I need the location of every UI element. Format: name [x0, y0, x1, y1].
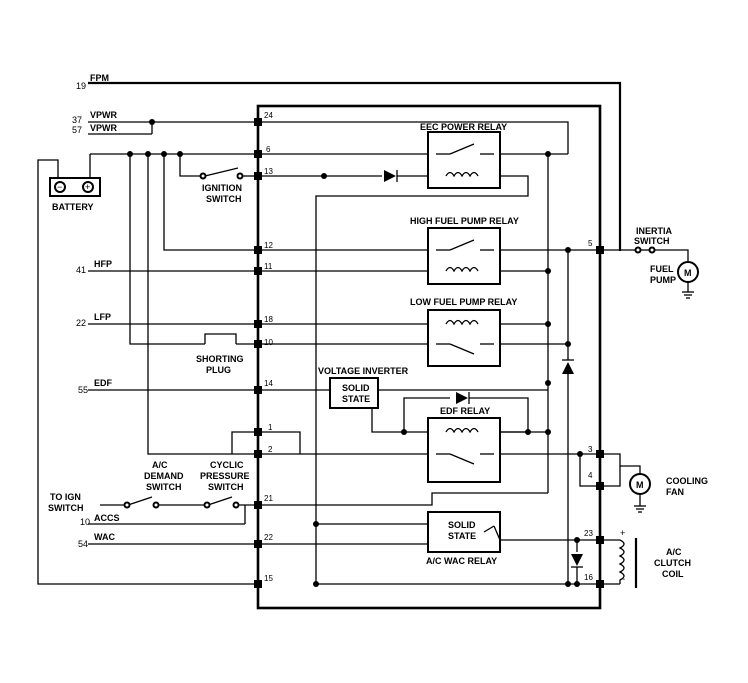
eec-relay-coil [445, 171, 479, 178]
junction-dot [149, 119, 155, 125]
low-fuel-pump-relay-label: LOW FUEL PUMP RELAY [410, 297, 517, 307]
solid-state-1-label-1: SOLID [342, 383, 370, 393]
control-module-box [256, 104, 602, 610]
pin-22: 22 [264, 533, 273, 542]
pin-16: 16 [584, 573, 593, 582]
shorting-plug [204, 333, 237, 344]
low-fuel-pump-relay-box [427, 309, 501, 367]
ac-clutch-coil [618, 539, 625, 584]
ac-demand-switch-label-3: SWITCH [146, 482, 182, 492]
solid-state-1-label-2: STATE [342, 394, 370, 404]
battery-label: BATTERY [52, 202, 94, 212]
edf-relay-label: EDF RELAY [440, 406, 490, 416]
cyclic-pressure-switch-blade [207, 496, 233, 506]
ac-clutch-coil-label-2: CLUTCH [654, 558, 691, 568]
cooling-fan-motor-symbol: M [636, 480, 644, 490]
ignition-switch-blade [204, 167, 239, 177]
module-pin-markers [254, 118, 604, 588]
wac-label: WAC [94, 532, 115, 542]
fuel-pump-label-2: PUMP [650, 275, 676, 285]
pin-24: 24 [264, 111, 273, 120]
accs-num: 10 [80, 517, 90, 527]
fpm-label: FPM [90, 73, 109, 83]
eec-power-relay-label: EEC POWER RELAY [420, 122, 507, 132]
pin-5: 5 [588, 239, 593, 248]
solid-state-2-label-1: SOLID [448, 520, 476, 530]
cooling-fan-label-1: COOLING [666, 476, 708, 486]
vpwr2-label: VPWR [90, 123, 118, 133]
ac-clutch-coil-label-3: COIL [662, 569, 684, 579]
voltage-inverter-label: VOLTAGE INVERTER [318, 366, 409, 376]
vpwr2-num: 57 [72, 125, 82, 135]
fuel-pump-label-1: FUEL [650, 264, 674, 274]
pin-2: 2 [268, 445, 273, 454]
battery-neg-wire [37, 159, 258, 585]
pin-1: 1 [268, 423, 273, 432]
pin-13: 13 [264, 167, 273, 176]
ac-wac-relay-label: A/C WAC RELAY [426, 556, 497, 566]
pin-3: 3 [588, 445, 593, 454]
cyclic-pressure-switch-label-2: PRESSURE [200, 471, 250, 481]
cyclic-pressure-switch-label-3: SWITCH [208, 482, 244, 492]
eec-power-relay-box [427, 131, 501, 189]
cooling-fan-label-2: FAN [666, 487, 684, 497]
battery-neg-terminal: − [57, 182, 62, 192]
solid-state-2-label-2: STATE [448, 531, 476, 541]
pin-11: 11 [264, 262, 273, 271]
edf-label: EDF [94, 378, 113, 388]
edf-num: 55 [78, 385, 88, 395]
pin-6: 6 [266, 145, 271, 154]
inertia-switch-label-2: SWITCH [634, 236, 670, 246]
high-fuel-pump-relay-label: HIGH FUEL PUMP RELAY [410, 216, 519, 226]
pin-21: 21 [264, 494, 273, 503]
ac-clutch-coil-label-1: A/C [666, 547, 682, 557]
battery-pos-terminal: + [85, 182, 90, 192]
ac-wac-relay-box [427, 511, 501, 553]
edf-relay-box [427, 417, 501, 483]
pin-15: 15 [264, 574, 273, 583]
ac-demand-switch-blade [127, 496, 153, 506]
hfp-label: HFP [94, 259, 112, 269]
shorting-plug-label-1: SHORTING [196, 354, 244, 364]
inertia-switch-label-1: INERTIA [636, 226, 673, 236]
pin-10: 10 [264, 338, 273, 347]
fuel-pump-motor-symbol: M [684, 268, 692, 278]
voltage-inverter-box [329, 377, 379, 409]
ac-demand-switch-label-1: A/C [152, 460, 168, 470]
high-fuel-pump-relay-box [427, 227, 501, 285]
vpwr1-num: 37 [72, 115, 82, 125]
ignition-switch-label-2: SWITCH [206, 194, 242, 204]
to-ign-switch-label-1: TO IGN [50, 492, 81, 502]
hfp-num: 41 [76, 265, 86, 275]
vpwr1-label: VPWR [90, 110, 118, 120]
pin-12: 12 [264, 241, 273, 250]
pin-18: 18 [264, 315, 273, 324]
fpm-wire [88, 81, 622, 251]
fpm-num: 19 [76, 81, 86, 91]
accs-label: ACCS [94, 513, 120, 523]
diode-symbol [384, 170, 396, 182]
lfp-num: 22 [76, 318, 86, 328]
shorting-plug-label-2: PLUG [206, 365, 231, 375]
pin-14: 14 [264, 379, 273, 388]
pin-23: 23 [584, 529, 593, 538]
wac-num: 54 [78, 539, 88, 549]
ac-demand-switch-label-2: DEMAND [144, 471, 184, 481]
coil-pos-terminal: + [620, 528, 625, 538]
lfp-label: LFP [94, 312, 111, 322]
ignition-switch-label-1: IGNITION [202, 183, 242, 193]
cyclic-pressure-switch-label-1: CYCLIC [210, 460, 244, 470]
pin-4: 4 [588, 471, 593, 480]
coil-neg-terminal: − [620, 574, 625, 584]
to-ign-switch-label-2: SWITCH [48, 503, 84, 513]
